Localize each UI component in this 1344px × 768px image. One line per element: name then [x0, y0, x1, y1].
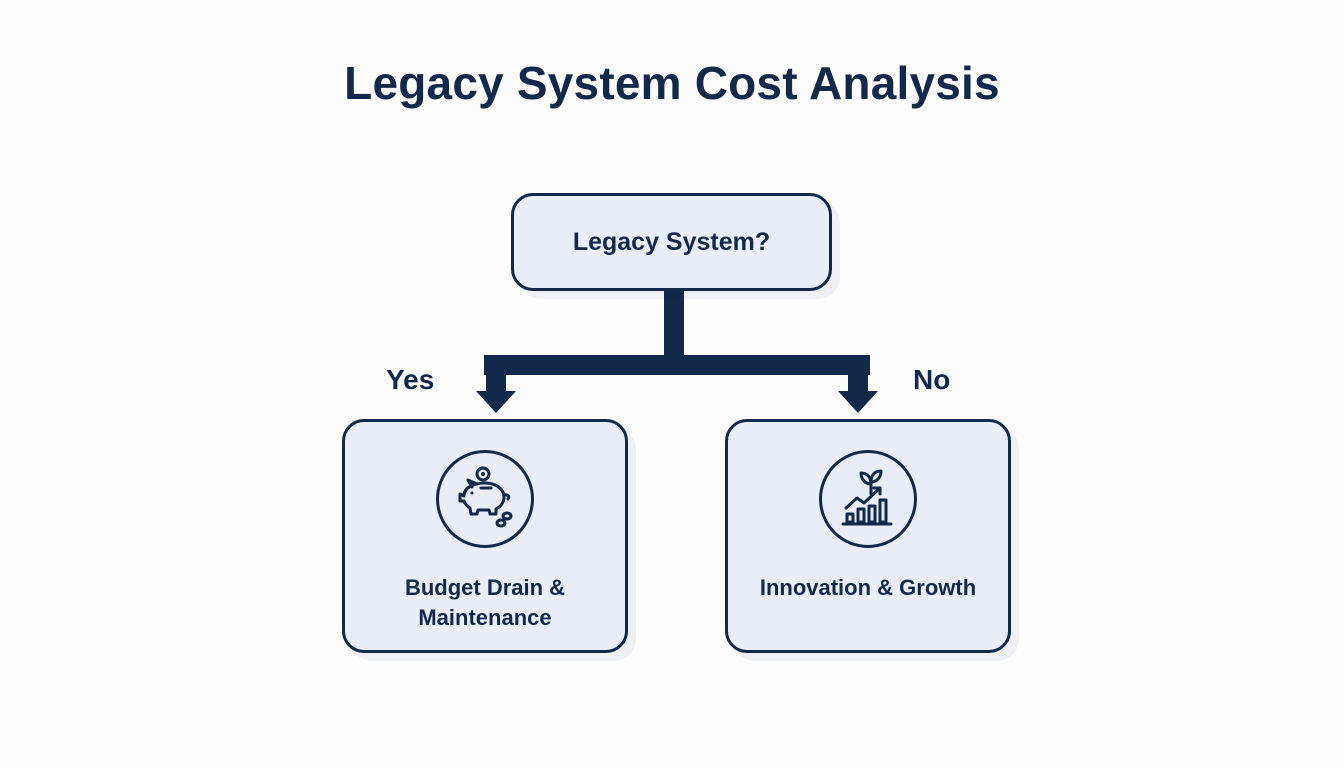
yes-outcome-line-2: Maintenance	[418, 605, 552, 630]
root-node-label: Legacy System?	[572, 227, 771, 256]
yes-branch-label: Yes	[386, 364, 435, 395]
horizontal-line	[484, 355, 870, 375]
yes-arrowhead	[476, 391, 516, 413]
stem-line	[664, 291, 684, 358]
root-node: Legacy System?	[511, 193, 832, 291]
yes-drop-line	[486, 365, 506, 393]
yes-outcome-line-1: Budget Drain &	[404, 575, 566, 600]
no-drop-line	[848, 365, 868, 393]
no-arrowhead	[838, 391, 878, 413]
no-branch-label: No	[913, 364, 951, 395]
diagram-title: Legacy System Cost Analysis	[344, 57, 1000, 109]
yes-outcome-node: Budget Drain & Maintenance	[342, 419, 628, 653]
no-outcome-label: Innovation & Growth	[728, 573, 1008, 603]
no-outcome-node: Innovation & Growth	[725, 419, 1011, 653]
no-outcome-line-1: Innovation & Growth	[759, 575, 977, 600]
growth-chart-icon	[819, 450, 917, 548]
yes-outcome-label: Budget Drain & Maintenance	[345, 573, 625, 633]
piggy-bank-icon	[436, 450, 534, 548]
